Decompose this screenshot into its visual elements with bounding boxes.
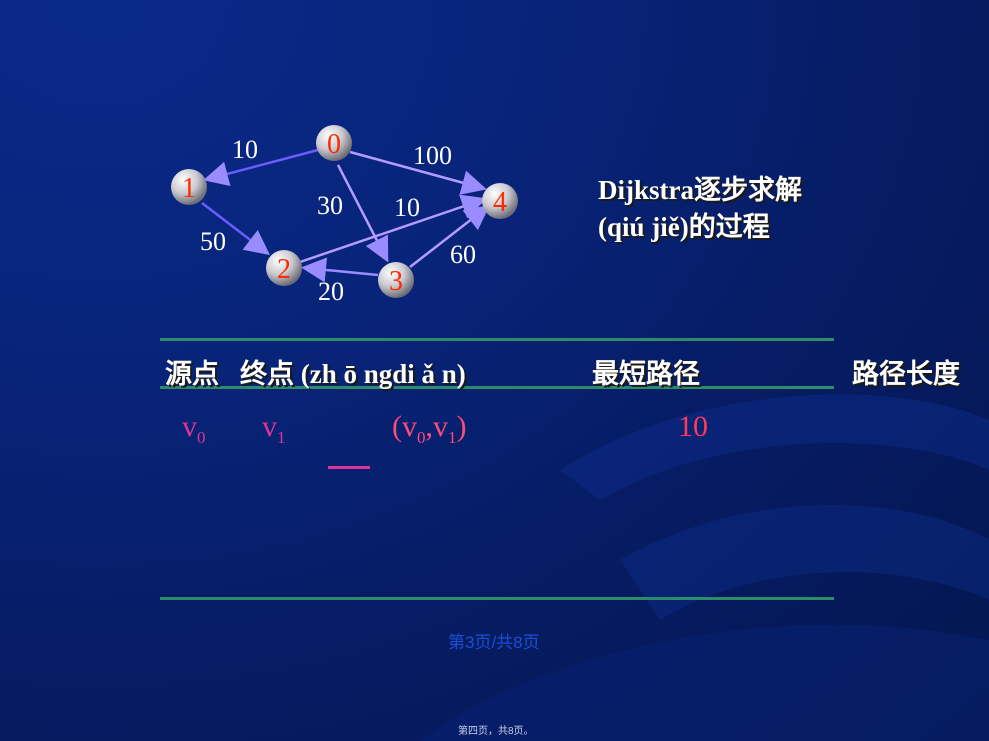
cell-path-length: 10 [678,410,708,443]
edge-0-1 [203,148,319,186]
edge-label-0-1: 10 [232,135,258,164]
table-top-rule [160,338,834,341]
node-1: 1 [171,169,207,205]
edge-2-4 [299,194,487,264]
node-3: 3 [378,262,414,298]
edge-label-3-4: 60 [450,240,476,269]
header-path-length: 路径长度 [852,359,960,389]
edge-0-4 [349,150,487,195]
edge-label-3-2: 20 [318,277,344,306]
node-0: 0 [316,125,352,161]
edge-label-0-4: 100 [413,141,452,170]
edge-3-4 [409,204,490,268]
edge-1-2 [201,202,270,256]
edge-label-2-4: 10 [394,193,420,222]
edge-label-1-2: 50 [200,227,226,256]
svg-text:0: 0 [327,129,341,160]
dash-mark [328,466,370,469]
svg-text:2: 2 [277,254,291,285]
cell-source: v0 [182,410,206,447]
header-target: 终点 (zh ō ngdi ǎ n) [240,359,466,389]
node-4: 4 [482,183,518,219]
edge-0-3 [336,164,389,263]
table-header-rule [160,386,834,389]
header-shortest-path: 最短路径 [592,359,700,389]
page-number: 第3页/共8页 [448,633,540,652]
slide-caption: Dijkstra逐步求解(qiú jiě)的过程 [598,175,802,242]
edge-3-2 [301,257,379,283]
node-2: 2 [266,250,302,286]
svg-text:4: 4 [493,187,507,218]
svg-text:3: 3 [389,266,403,297]
table-bottom-rule [160,597,834,600]
header-source: 源点 [165,359,219,389]
svg-text:1: 1 [182,173,196,204]
cell-shortest-path: (v0,v1) [392,410,467,447]
edge-label-0-3: 30 [317,191,343,220]
page-watermark: 第四页，共8页。 [458,726,534,737]
cell-target: v1 [262,410,286,447]
weighted-digraph: 0 1 2 3 4 10 100 30 50 10 20 60 [171,125,518,306]
